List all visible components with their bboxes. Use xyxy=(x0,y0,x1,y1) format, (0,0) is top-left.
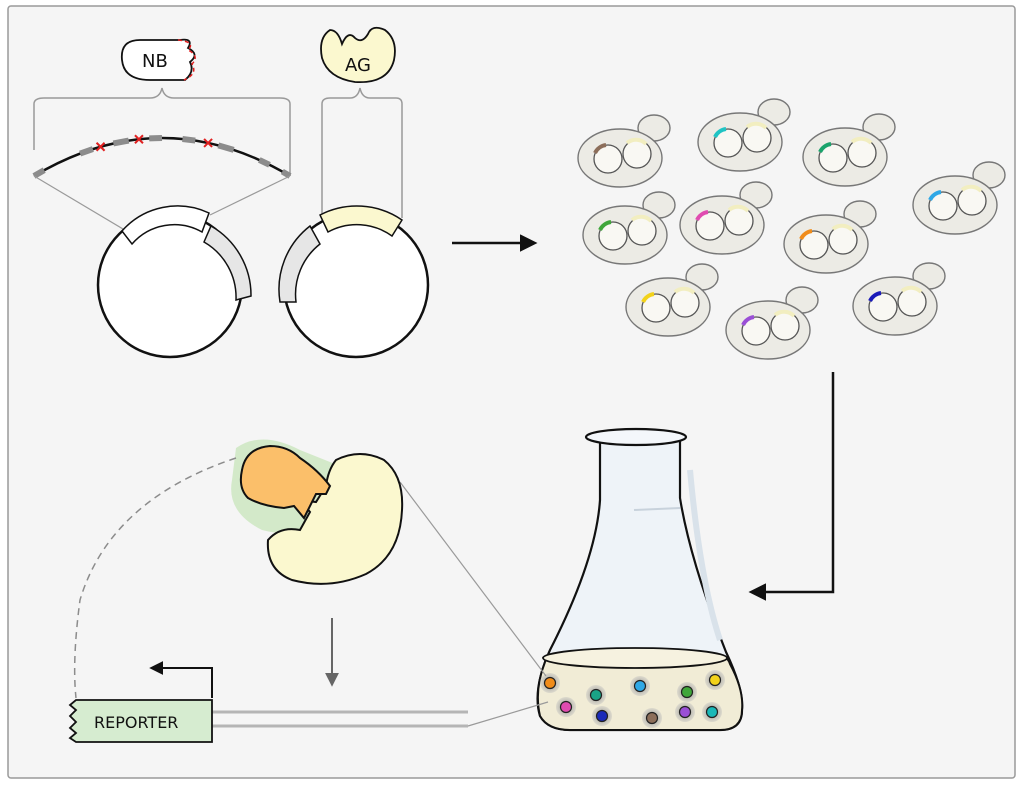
flask-cell xyxy=(702,702,722,722)
flask-cell xyxy=(677,682,697,702)
flask-cell xyxy=(592,706,612,726)
flask-cell xyxy=(642,708,662,728)
reporter-label: REPORTER xyxy=(94,713,178,732)
antigen-label: AG xyxy=(345,55,371,76)
nanobody-label-shape: NB xyxy=(122,40,195,80)
flask-cell xyxy=(586,685,606,705)
reporter-gene: REPORTER xyxy=(70,700,212,742)
flask-cell xyxy=(705,670,725,690)
flask-cell xyxy=(675,702,695,722)
flask-cell xyxy=(630,676,650,696)
flask-cell xyxy=(540,673,560,693)
nanobody-label: NB xyxy=(142,51,168,72)
flask-cell xyxy=(556,697,576,717)
